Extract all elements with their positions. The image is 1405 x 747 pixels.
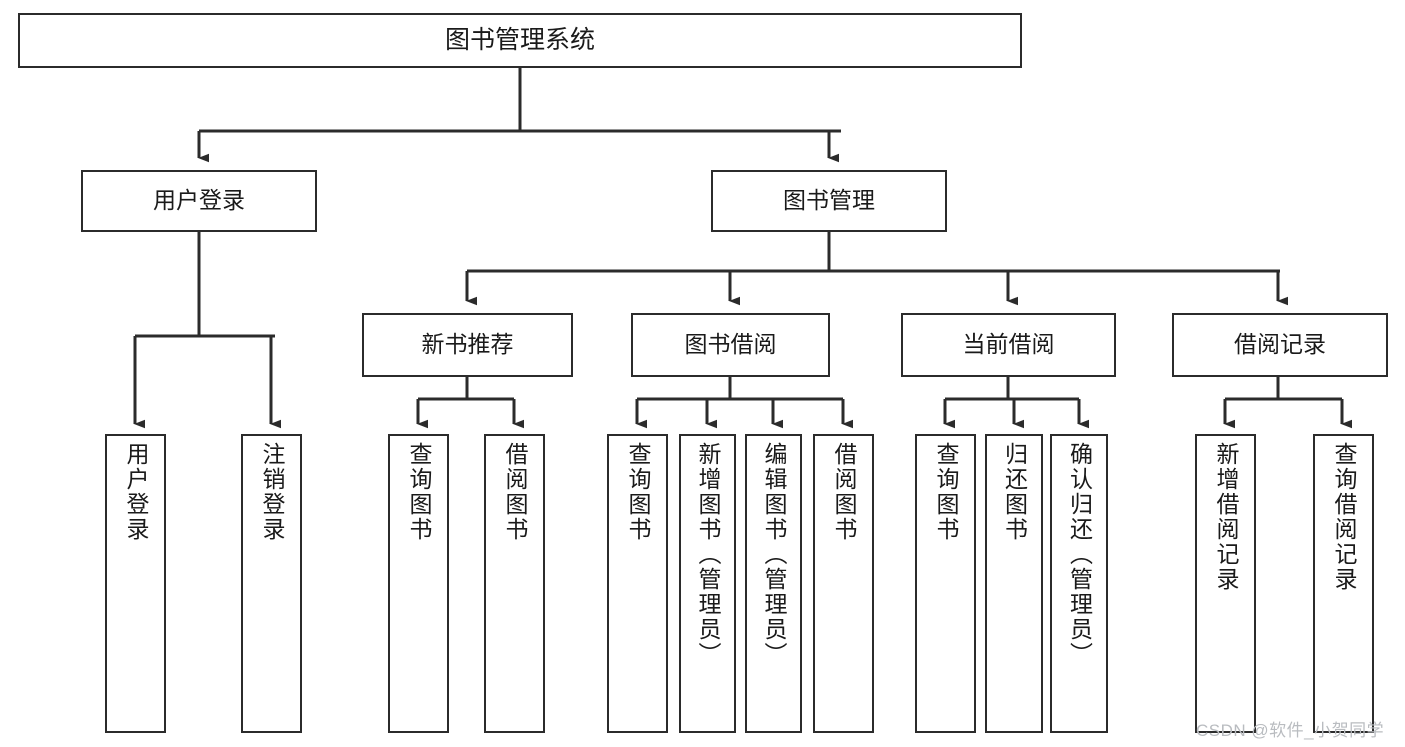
node-label: 借阅图书 — [502, 442, 528, 542]
node-leaf-add-record[interactable]: 新增借阅记录 — [1195, 434, 1256, 733]
node-leaf-query-book-3[interactable]: 查询图书 — [915, 434, 976, 733]
node-leaf-borrow-book-2[interactable]: 借阅图书 — [813, 434, 874, 733]
node-borrow-record[interactable]: 借阅记录 — [1172, 313, 1388, 377]
node-leaf-query-book-1[interactable]: 查询图书 — [388, 434, 449, 733]
node-leaf-add-book[interactable]: 新增图书（管理员） — [679, 434, 736, 733]
node-label: 用户登录 — [123, 442, 149, 542]
node-current-borrow[interactable]: 当前借阅 — [901, 313, 1116, 377]
node-label: 确认归还（管理员） — [1066, 442, 1093, 667]
node-leaf-borrow-book-1[interactable]: 借阅图书 — [484, 434, 545, 733]
node-label: 查询图书 — [625, 442, 651, 542]
node-leaf-logout-login[interactable]: 注销登录 — [241, 434, 302, 733]
node-label: 查询图书 — [406, 442, 432, 542]
node-book-borrow[interactable]: 图书借阅 — [631, 313, 830, 377]
node-label: 当前借阅 — [962, 331, 1055, 358]
node-label: 用户登录 — [153, 187, 245, 214]
node-label: 归还图书 — [1001, 442, 1028, 542]
node-new-book-recommend[interactable]: 新书推荐 — [362, 313, 573, 377]
node-label: 查询借阅记录 — [1331, 442, 1357, 592]
node-root-book-management-system[interactable]: 图书管理系统 — [18, 13, 1022, 68]
node-leaf-edit-book[interactable]: 编辑图书（管理员） — [745, 434, 802, 733]
node-book-management[interactable]: 图书管理 — [711, 170, 947, 232]
node-label: 图书管理 — [783, 187, 875, 214]
node-label: 注销登录 — [259, 442, 285, 542]
node-label: 编辑图书（管理员） — [761, 442, 787, 667]
node-leaf-query-book-2[interactable]: 查询图书 — [607, 434, 668, 733]
node-label: 借阅图书 — [831, 442, 857, 542]
node-label: 新增借阅记录 — [1213, 442, 1239, 592]
node-label: 借阅记录 — [1234, 331, 1326, 358]
watermark-credit: CSDN @软件_小贺同学 — [1196, 721, 1385, 740]
node-label: 图书借阅 — [684, 331, 777, 358]
node-label: 新增图书（管理员） — [695, 442, 721, 667]
node-leaf-query-record[interactable]: 查询借阅记录 — [1313, 434, 1374, 733]
node-leaf-confirm-return[interactable]: 确认归还（管理员） — [1050, 434, 1108, 733]
node-label: 图书管理系统 — [444, 25, 595, 54]
node-user-login[interactable]: 用户登录 — [81, 170, 317, 232]
node-leaf-return-book[interactable]: 归还图书 — [985, 434, 1043, 733]
node-leaf-user-login[interactable]: 用户登录 — [105, 434, 166, 733]
node-label: 查询图书 — [933, 442, 959, 542]
node-label: 新书推荐 — [421, 331, 514, 358]
